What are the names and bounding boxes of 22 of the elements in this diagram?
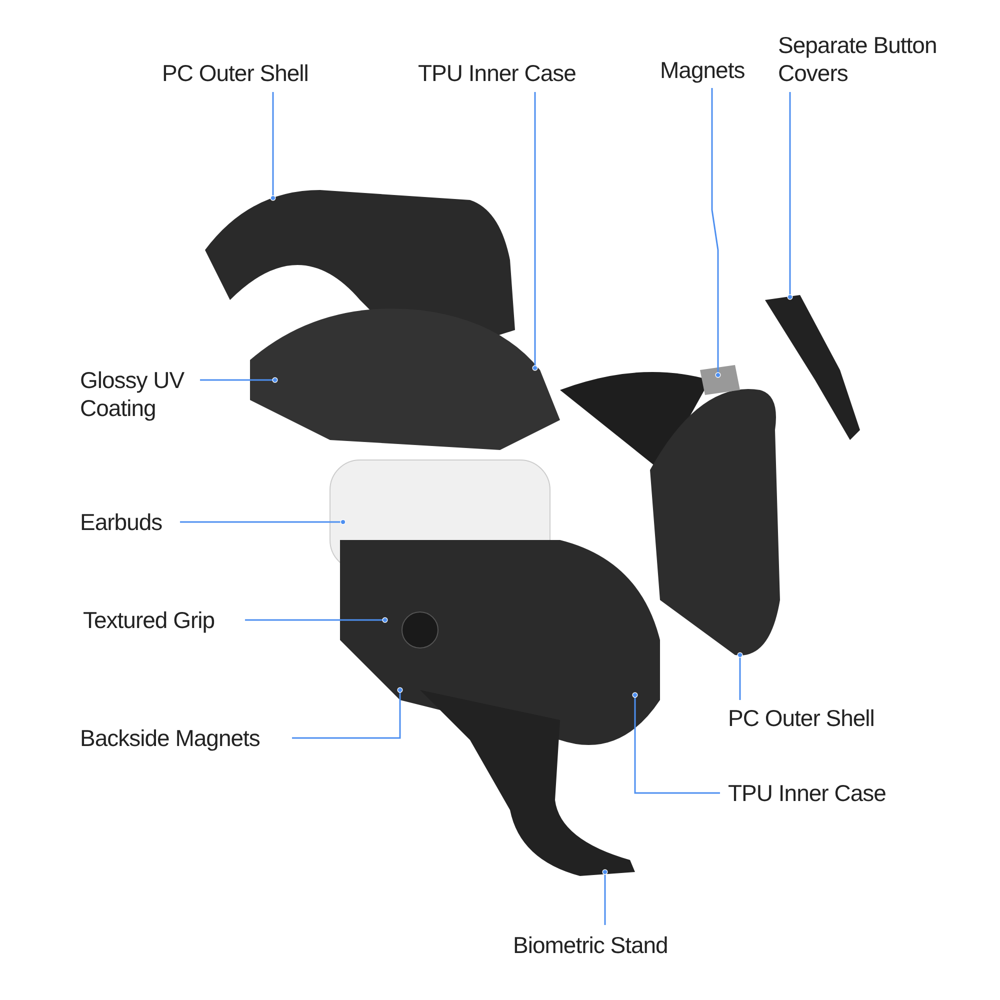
- leader-line: [200, 377, 278, 383]
- part-label: TPU Inner Case: [418, 59, 598, 87]
- leader-line: [245, 617, 388, 623]
- part-label: Magnets: [660, 56, 760, 84]
- part-label: Backside Magnets: [80, 724, 290, 752]
- part-label: Textured Grip: [83, 606, 243, 634]
- leader-line: [737, 652, 743, 700]
- leader-line: [602, 869, 608, 925]
- leader-line: [632, 692, 720, 794]
- part-label: PC Outer Shell: [162, 59, 332, 87]
- leader-line: [270, 92, 276, 201]
- part-label: PC Outer Shell: [728, 704, 898, 732]
- part-label: Earbuds: [80, 508, 180, 536]
- leader-line: [532, 92, 538, 371]
- leader-line: [711, 88, 721, 378]
- leader-line: [787, 92, 793, 300]
- leader-line: [180, 519, 346, 525]
- leader-line: [292, 687, 403, 739]
- part-label: TPU Inner Case: [728, 779, 908, 807]
- part-label: Separate Button Covers: [778, 31, 968, 87]
- part-label: Biometric Stand: [513, 931, 693, 959]
- part-label: Glossy UV Coating: [80, 366, 200, 422]
